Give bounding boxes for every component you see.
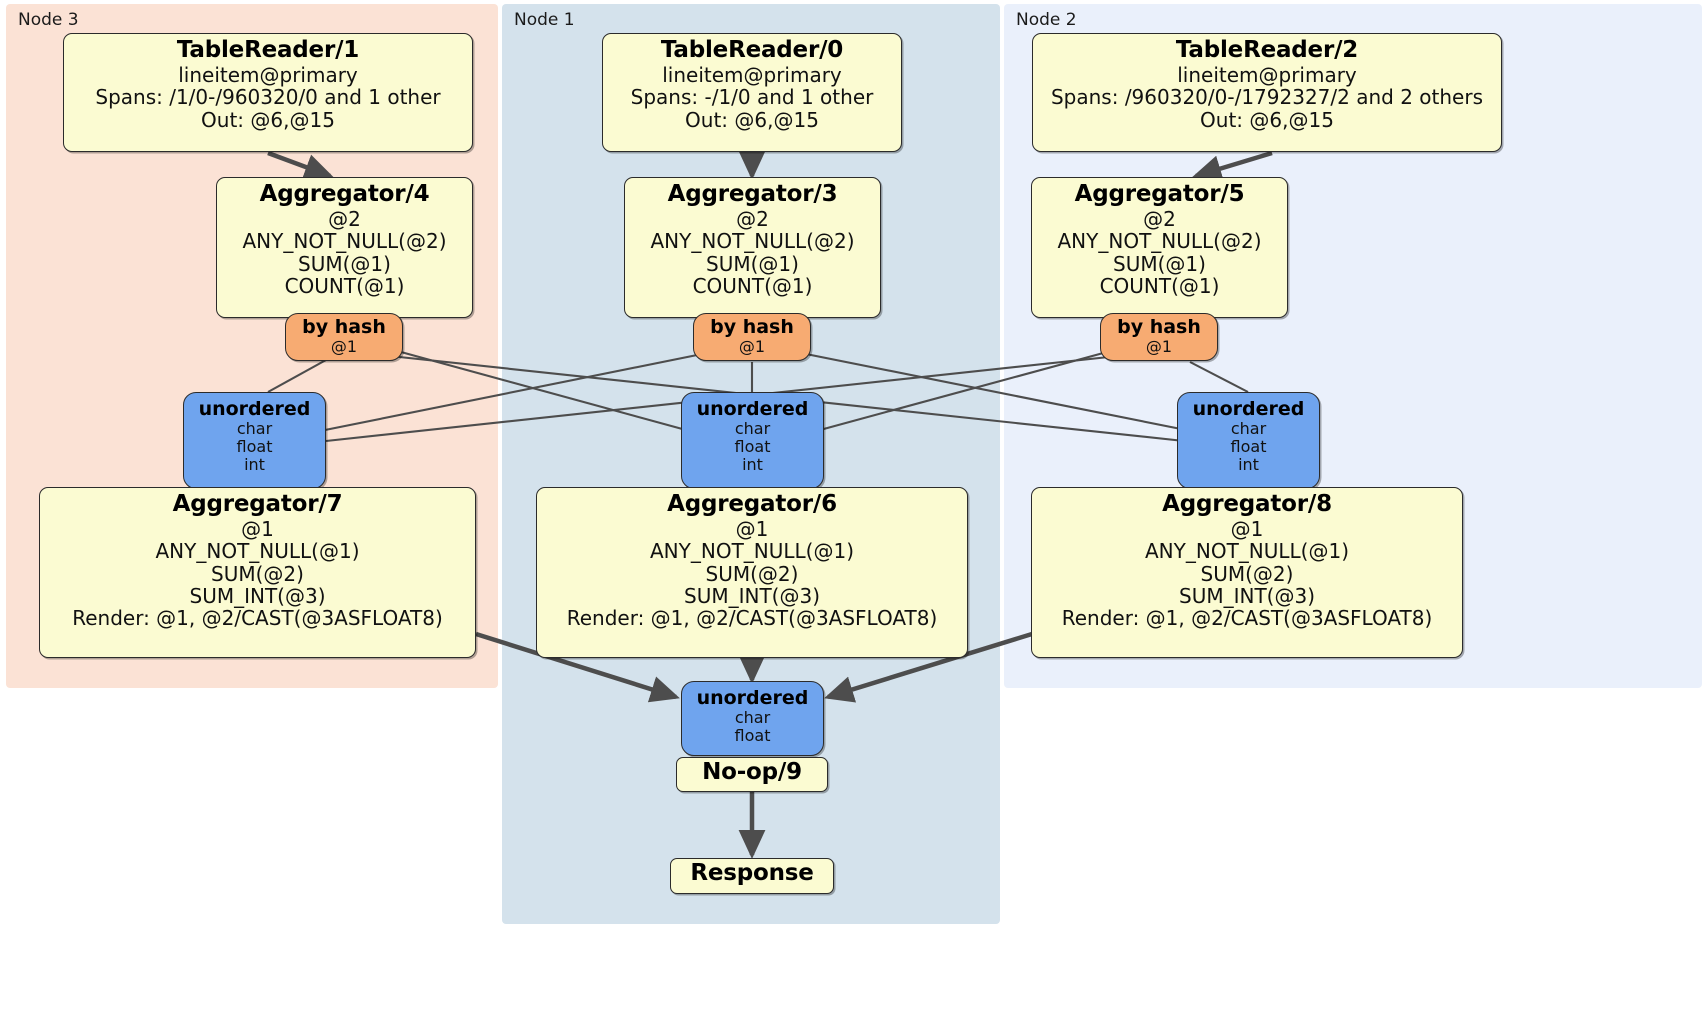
processor-detail: COUNT(@1) bbox=[692, 273, 813, 298]
panel-node-1-label: Node 1 bbox=[514, 10, 575, 30]
processor-title: Aggregator/4 bbox=[259, 181, 430, 207]
processor-table-reader-2[interactable]: TableReader/2 lineitem@primary Spans: /9… bbox=[1032, 33, 1502, 152]
synchronizer-unordered-center[interactable]: unordered char float int bbox=[681, 392, 824, 489]
synchronizer-type: int bbox=[244, 455, 265, 475]
processor-detail: ANY_NOT_NULL(@1) bbox=[650, 539, 854, 564]
router-by-hash-center[interactable]: by hash @1 bbox=[693, 313, 811, 361]
processor-aggregator-6[interactable]: Aggregator/6 @1 ANY_NOT_NULL(@1) SUM(@2)… bbox=[536, 487, 968, 658]
processor-detail: @1 bbox=[241, 516, 274, 541]
processor-detail: @2 bbox=[1143, 206, 1176, 231]
processor-aggregator-7[interactable]: Aggregator/7 @1 ANY_NOT_NULL(@1) SUM(@2)… bbox=[39, 487, 476, 658]
processor-detail: lineitem@primary bbox=[662, 62, 842, 87]
synchronizer-title: unordered bbox=[198, 398, 311, 420]
processor-title: Aggregator/8 bbox=[1162, 491, 1332, 517]
processor-title: TableReader/1 bbox=[176, 37, 360, 63]
processor-detail: ANY_NOT_NULL(@2) bbox=[650, 229, 855, 254]
processor-title: Response bbox=[690, 860, 814, 886]
panel-node-3-label: Node 3 bbox=[18, 10, 79, 30]
processor-detail: SUM_INT(@3) bbox=[1179, 583, 1315, 608]
processor-table-reader-1[interactable]: TableReader/1 lineitem@primary Spans: /1… bbox=[63, 33, 473, 152]
synchronizer-unordered-left[interactable]: unordered char float int bbox=[183, 392, 326, 489]
processor-detail: @1 bbox=[735, 516, 769, 541]
processor-detail: @2 bbox=[736, 206, 769, 231]
processor-detail: Render: @1, @2/CAST(@3ASFLOAT8) bbox=[72, 606, 443, 631]
processor-detail: Out: @6,@15 bbox=[1200, 107, 1334, 132]
processor-title: No-op/9 bbox=[702, 759, 802, 785]
router-detail: @1 bbox=[738, 337, 766, 357]
synchronizer-unordered-right[interactable]: unordered char float int bbox=[1177, 392, 1320, 489]
processor-no-op-9[interactable]: No-op/9 bbox=[676, 757, 828, 792]
processor-aggregator-4[interactable]: Aggregator/4 @2 ANY_NOT_NULL(@2) SUM(@1)… bbox=[216, 177, 473, 318]
synchronizer-type: char bbox=[734, 419, 771, 439]
synchronizer-type: char bbox=[734, 708, 771, 728]
synchronizer-type: float bbox=[734, 726, 771, 746]
processor-title: Aggregator/5 bbox=[1074, 181, 1245, 207]
processor-detail: @1 bbox=[1230, 516, 1264, 541]
synchronizer-type: int bbox=[1238, 455, 1259, 475]
processor-detail: ANY_NOT_NULL(@1) bbox=[155, 539, 360, 564]
router-detail: @1 bbox=[1145, 337, 1173, 357]
processor-detail: SUM(@1) bbox=[1113, 251, 1206, 276]
synchronizer-title: unordered bbox=[696, 398, 809, 420]
processor-detail: SUM(@2) bbox=[211, 561, 304, 586]
processor-title: Aggregator/7 bbox=[172, 491, 343, 517]
synchronizer-title: unordered bbox=[696, 687, 809, 709]
processor-detail: SUM(@2) bbox=[705, 561, 799, 586]
processor-detail: Render: @1, @2/CAST(@3ASFLOAT8) bbox=[566, 606, 938, 631]
processor-detail: lineitem@primary bbox=[1177, 62, 1357, 87]
synchronizer-unordered-final[interactable]: unordered char float bbox=[681, 681, 824, 756]
processor-detail: Spans: -/1/0 and 1 other bbox=[630, 85, 874, 110]
processor-detail: COUNT(@1) bbox=[1099, 273, 1220, 298]
processor-title: Aggregator/3 bbox=[667, 181, 838, 207]
synchronizer-type: float bbox=[734, 437, 771, 457]
panel-node-2-label: Node 2 bbox=[1016, 10, 1077, 30]
router-title: by hash bbox=[1117, 316, 1201, 338]
synchronizer-type: float bbox=[1230, 437, 1267, 457]
synchronizer-title: unordered bbox=[1192, 398, 1305, 420]
router-detail: @1 bbox=[330, 337, 358, 357]
processor-detail: Render: @1, @2/CAST(@3ASFLOAT8) bbox=[1061, 606, 1433, 631]
processor-response[interactable]: Response bbox=[670, 858, 834, 894]
router-by-hash-left[interactable]: by hash @1 bbox=[285, 313, 403, 361]
router-by-hash-right[interactable]: by hash @1 bbox=[1100, 313, 1218, 361]
processor-detail: Spans: /1/0-/960320/0 and 1 other bbox=[95, 85, 441, 110]
processor-title: Aggregator/6 bbox=[667, 491, 837, 517]
processor-detail: lineitem@primary bbox=[178, 62, 358, 87]
router-title: by hash bbox=[710, 316, 794, 338]
processor-aggregator-5[interactable]: Aggregator/5 @2 ANY_NOT_NULL(@2) SUM(@1)… bbox=[1031, 177, 1288, 318]
processor-detail: Out: @6,@15 bbox=[201, 107, 335, 132]
router-title: by hash bbox=[302, 316, 386, 338]
processor-detail: Spans: /960320/0-/1792327/2 and 2 others bbox=[1050, 85, 1483, 110]
processor-detail: ANY_NOT_NULL(@1) bbox=[1145, 539, 1349, 564]
processor-detail: SUM_INT(@3) bbox=[684, 583, 820, 608]
synchronizer-type: char bbox=[1230, 419, 1267, 439]
processor-detail: SUM(@1) bbox=[706, 251, 799, 276]
processor-detail: ANY_NOT_NULL(@2) bbox=[242, 229, 447, 254]
processor-detail: ANY_NOT_NULL(@2) bbox=[1057, 229, 1262, 254]
processor-aggregator-3[interactable]: Aggregator/3 @2 ANY_NOT_NULL(@2) SUM(@1)… bbox=[624, 177, 881, 318]
processor-detail: COUNT(@1) bbox=[284, 273, 405, 298]
synchronizer-type: char bbox=[236, 419, 273, 439]
processor-detail: Out: @6,@15 bbox=[685, 107, 819, 132]
processor-title: TableReader/2 bbox=[1175, 37, 1359, 63]
synchronizer-type: float bbox=[236, 437, 273, 457]
synchronizer-type: int bbox=[742, 455, 763, 475]
processor-table-reader-0[interactable]: TableReader/0 lineitem@primary Spans: -/… bbox=[602, 33, 902, 152]
processor-title: TableReader/0 bbox=[660, 37, 844, 63]
processor-detail: @2 bbox=[328, 206, 361, 231]
processor-detail: SUM(@1) bbox=[298, 251, 391, 276]
processor-detail: SUM_INT(@3) bbox=[189, 583, 326, 608]
processor-detail: SUM(@2) bbox=[1200, 561, 1294, 586]
processor-aggregator-8[interactable]: Aggregator/8 @1 ANY_NOT_NULL(@1) SUM(@2)… bbox=[1031, 487, 1463, 658]
